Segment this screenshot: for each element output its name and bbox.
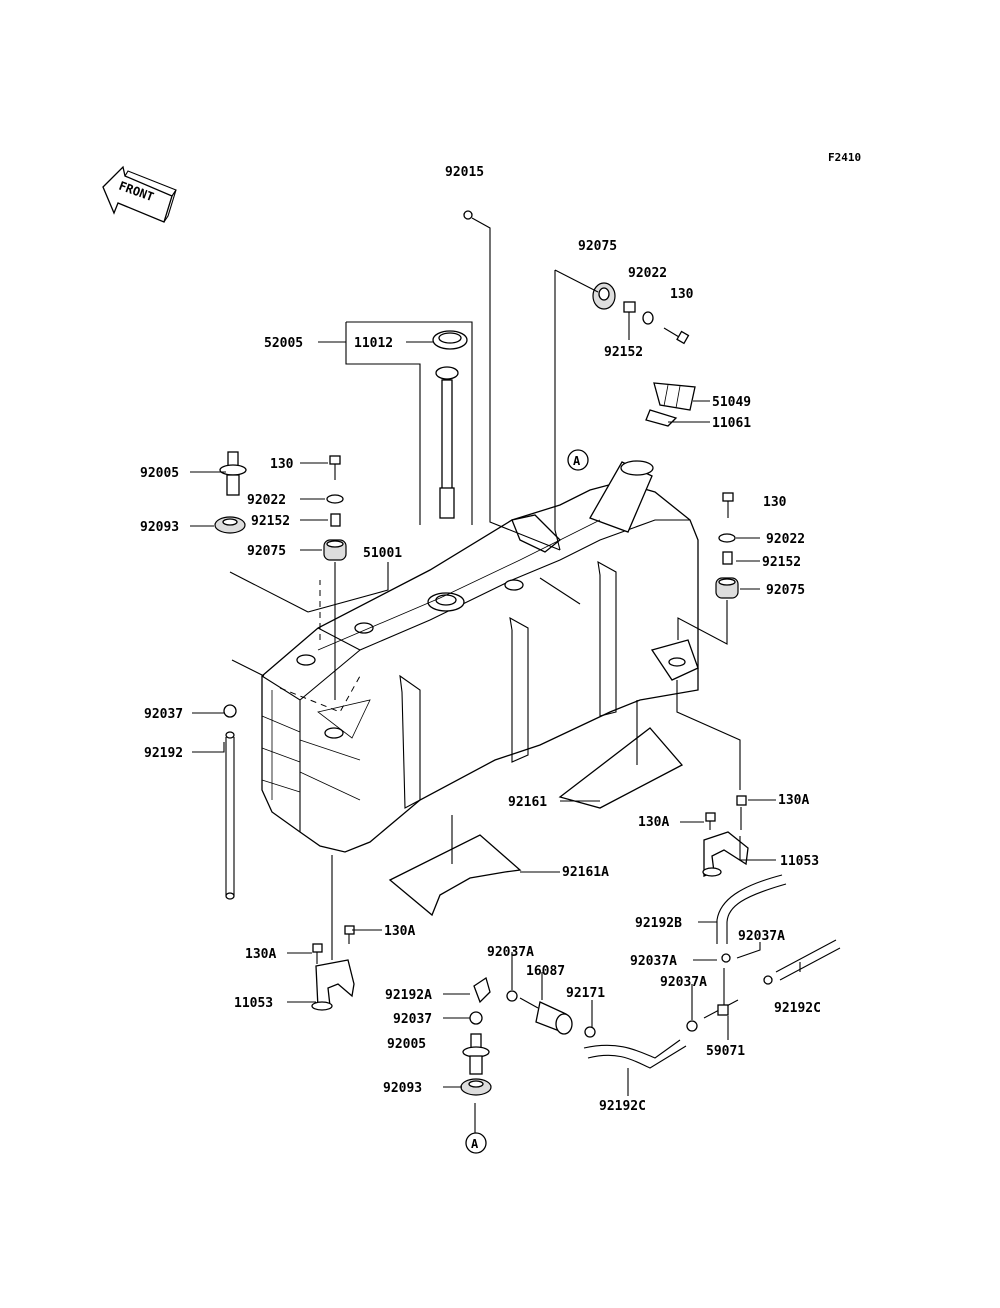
washer-92022-right bbox=[718, 533, 736, 543]
label-51049: 51049 bbox=[712, 395, 751, 410]
clamp-92171 bbox=[584, 1026, 596, 1038]
bolt-130-right bbox=[722, 492, 734, 518]
label-92005-left: 92005 bbox=[140, 466, 179, 481]
figure-code: F2410 bbox=[828, 151, 861, 164]
label-92037A-2: 92037A bbox=[738, 929, 785, 944]
hose-92192A bbox=[473, 976, 491, 1004]
label-92152-top: 92152 bbox=[604, 345, 643, 360]
washer-92022-left bbox=[326, 494, 344, 504]
label-130-top: 130 bbox=[670, 287, 694, 302]
stud-92005-left bbox=[219, 451, 247, 496]
label-92022-top: 92022 bbox=[628, 266, 667, 281]
fuel-tank bbox=[261, 460, 699, 853]
hose-92192-left bbox=[225, 731, 235, 900]
label-92037A-3: 92037A bbox=[630, 954, 677, 969]
ref-marker-a-top-text: A bbox=[573, 454, 581, 468]
label-92075-right: 92075 bbox=[766, 583, 805, 598]
heat-shield-92161A bbox=[388, 834, 522, 917]
front-direction-arrow-icon: FRONT bbox=[102, 165, 177, 223]
label-92075-left: 92075 bbox=[247, 544, 286, 559]
label-11061: 11061 bbox=[712, 416, 751, 431]
grommet-92093-bottom bbox=[460, 1078, 492, 1096]
heat-shield-92161 bbox=[558, 727, 684, 809]
grommet-92075-top bbox=[592, 282, 616, 310]
washer-92022-top bbox=[642, 311, 654, 325]
label-92005-bottom: 92005 bbox=[387, 1037, 426, 1052]
fuel-cap-51049 bbox=[653, 382, 696, 411]
label-11012: 11012 bbox=[354, 336, 393, 351]
label-92152-left: 92152 bbox=[251, 514, 290, 529]
grommet-92075-left bbox=[323, 539, 347, 561]
label-92093-bottom: 92093 bbox=[383, 1081, 422, 1096]
hose-92192C-right bbox=[763, 939, 841, 985]
label-92152-right: 92152 bbox=[762, 555, 801, 570]
label-130A-r1: 130A bbox=[778, 793, 809, 808]
label-130-right: 130 bbox=[763, 495, 787, 510]
label-130A-l2: 130A bbox=[384, 924, 415, 939]
label-11053-left: 11053 bbox=[234, 996, 273, 1011]
clamp-92037A-4 bbox=[686, 1020, 698, 1032]
label-16087: 16087 bbox=[526, 964, 565, 979]
label-92093-left: 92093 bbox=[140, 520, 179, 535]
label-51001: 51001 bbox=[363, 546, 402, 561]
label-92037-bottom: 92037 bbox=[393, 1012, 432, 1027]
label-92161A: 92161A bbox=[562, 865, 609, 880]
label-130A-l1: 130A bbox=[245, 947, 276, 962]
mount-dash-left bbox=[279, 675, 361, 713]
label-59071: 59071 bbox=[706, 1044, 745, 1059]
bolt-130-top bbox=[663, 327, 690, 345]
hose-92192C-bottom bbox=[583, 1039, 687, 1069]
bracket-11053-left bbox=[311, 925, 355, 1011]
label-92192C-right: 92192C bbox=[774, 1001, 821, 1016]
stud-92005-bottom bbox=[462, 1033, 490, 1075]
bolt-130-left bbox=[329, 455, 341, 480]
label-92161: 92161 bbox=[508, 795, 547, 810]
clamp-92037-left bbox=[223, 704, 237, 718]
hose-92192B bbox=[716, 874, 787, 944]
leader-lines bbox=[190, 217, 801, 1133]
label-52005: 52005 bbox=[264, 336, 303, 351]
label-92022-left: 92022 bbox=[247, 493, 286, 508]
label-11053-right: 11053 bbox=[780, 854, 819, 869]
label-130-left: 130 bbox=[270, 457, 294, 472]
fuel-filter-16087 bbox=[506, 990, 573, 1035]
label-92075-top: 92075 bbox=[578, 239, 617, 254]
label-92022-right: 92022 bbox=[766, 532, 805, 547]
label-92192C-bottom: 92192C bbox=[599, 1099, 646, 1114]
label-92037A-4: 92037A bbox=[660, 975, 707, 990]
fuel-sender-52005 bbox=[435, 366, 459, 519]
label-92037-left: 92037 bbox=[144, 707, 183, 722]
label-92192A: 92192A bbox=[385, 988, 432, 1003]
collar-92152-left bbox=[330, 513, 341, 527]
collar-92152-right bbox=[722, 551, 733, 565]
clamp-92037-bottom bbox=[469, 1011, 483, 1025]
joint-59071 bbox=[703, 968, 739, 1019]
label-92192B: 92192B bbox=[635, 916, 682, 931]
clamp-92037A-2 bbox=[721, 953, 731, 963]
clip-92015 bbox=[463, 210, 473, 220]
collar-92152-top bbox=[623, 301, 636, 313]
label-92015: 92015 bbox=[445, 165, 484, 180]
part-labels: 92015 92075 92022 130 92152 52005 11012 … bbox=[140, 165, 821, 1114]
label-92171: 92171 bbox=[566, 986, 605, 1001]
ref-marker-a-top: A bbox=[567, 449, 589, 471]
grommet-92093-left bbox=[214, 516, 246, 534]
ref-marker-a-bottom: A bbox=[465, 1132, 487, 1154]
ref-marker-a-bottom-text: A bbox=[471, 1137, 479, 1151]
gasket-11012 bbox=[432, 330, 468, 350]
label-130A-r2: 130A bbox=[638, 815, 669, 830]
grommet-92075-right bbox=[715, 577, 739, 599]
bracket-11053-right bbox=[702, 795, 749, 877]
gasket-11061 bbox=[645, 409, 678, 427]
label-92192-left: 92192 bbox=[144, 746, 183, 761]
label-92037A-1: 92037A bbox=[487, 945, 534, 960]
